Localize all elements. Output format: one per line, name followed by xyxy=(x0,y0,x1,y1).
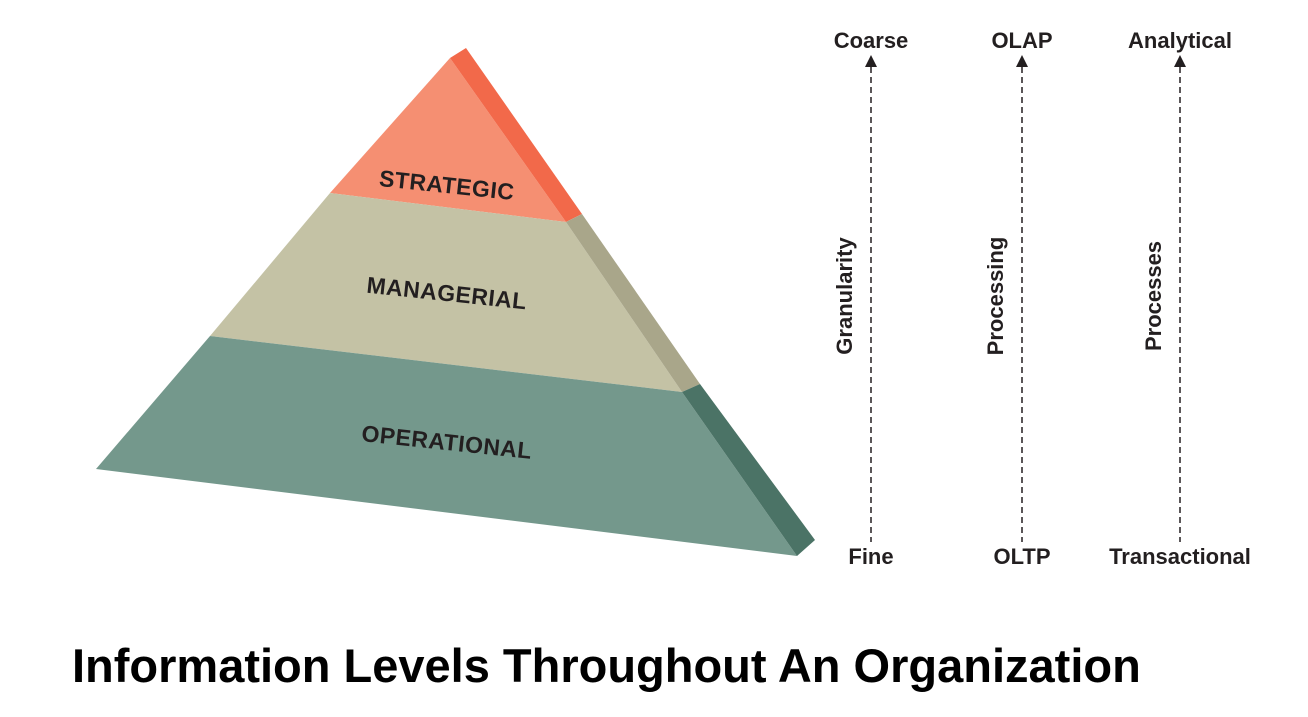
operational-side xyxy=(682,384,815,556)
managerial-side xyxy=(566,214,700,392)
arrow-up-icon xyxy=(1016,55,1028,67)
axis-top-label-olap: OLAP xyxy=(991,28,1052,53)
strategic-side xyxy=(450,48,582,222)
axis-name-processing: Processing xyxy=(983,237,1008,356)
axis-processing: OLAP Processing OLTP xyxy=(983,28,1053,569)
axis-granularity: Coarse Granularity Fine xyxy=(832,28,908,569)
axis-top-label-analytical: Analytical xyxy=(1128,28,1232,53)
axis-name-granularity: Granularity xyxy=(832,237,857,355)
diagram-title: Information Levels Throughout An Organiz… xyxy=(72,639,1141,692)
arrow-up-icon xyxy=(865,55,877,67)
axis-bottom-label-oltp: OLTP xyxy=(993,544,1050,569)
axis-bottom-label-fine: Fine xyxy=(848,544,893,569)
arrow-up-icon xyxy=(1174,55,1186,67)
managerial-front xyxy=(210,193,682,392)
axis-bottom-label-transactional: Transactional xyxy=(1109,544,1251,569)
strategic-front xyxy=(330,58,566,222)
axis-name-processes: Processes xyxy=(1141,241,1166,351)
axis-processes: Analytical Processes Transactional xyxy=(1109,28,1251,569)
pyramid: STRATEGIC MANAGERIAL OPERATIONAL xyxy=(96,48,815,556)
axis-top-label-coarse: Coarse xyxy=(834,28,909,53)
operational-front xyxy=(96,336,797,556)
